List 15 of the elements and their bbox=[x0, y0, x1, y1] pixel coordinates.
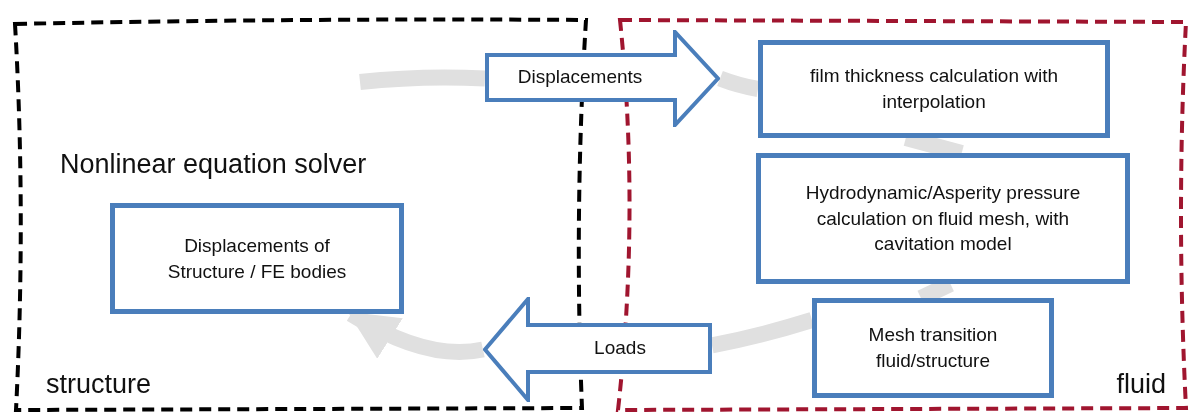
box-text: Mesh transition fluid/structure bbox=[867, 323, 999, 373]
arrow-label: Loads bbox=[594, 336, 646, 361]
region-label: fluid bbox=[1116, 369, 1166, 399]
box-text: Displacements of Structure / FE bodies bbox=[166, 233, 348, 284]
region-label: structure bbox=[46, 369, 152, 399]
process-box bbox=[758, 40, 1110, 138]
process-box bbox=[756, 153, 1130, 284]
block-arrow bbox=[485, 30, 720, 127]
arrow-label: Displacements bbox=[517, 65, 643, 90]
process-box bbox=[110, 203, 404, 314]
region-heading: Nonlinear equation solver bbox=[60, 149, 367, 179]
process-box bbox=[812, 298, 1054, 398]
box-text: film thickness calculation with interpolation bbox=[808, 64, 1060, 114]
box-text: Hydrodynamic/Asperity pressure calculation on fluid mesh, with cavitation model bbox=[804, 181, 1082, 257]
block-arrow bbox=[483, 297, 712, 402]
